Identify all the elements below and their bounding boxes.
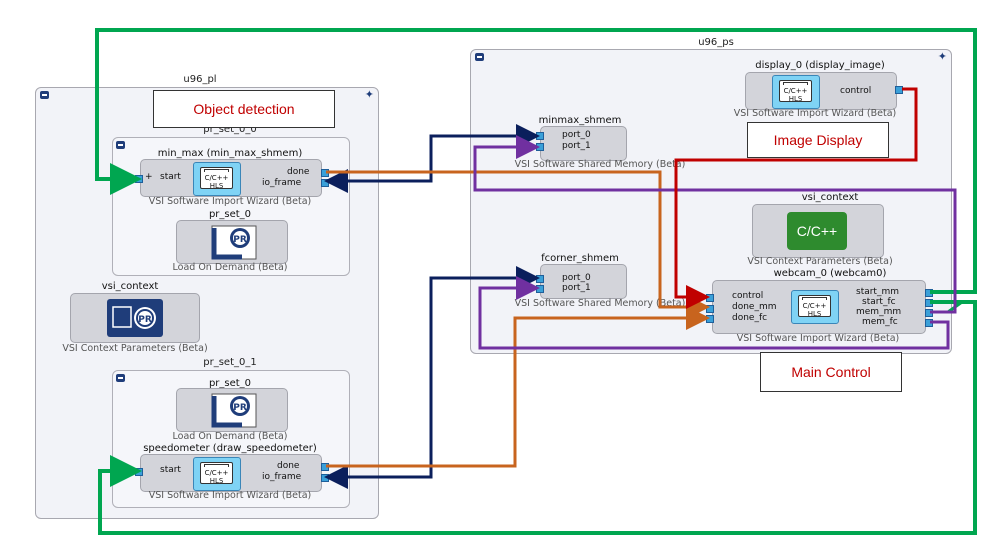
webcam-port-mem-fc: mem_fc	[862, 317, 898, 327]
webcam-port-start-mm: start_mm	[856, 287, 899, 297]
webcam-0-block[interactable]: C/C++HLS	[712, 280, 926, 334]
hls-icon: C/C++HLS	[791, 290, 839, 324]
vsi-context-pl-subtitle: VSI Context Parameters (Beta)	[62, 343, 208, 354]
min-max-port-start: +	[145, 172, 153, 182]
wire-control	[674, 87, 918, 309]
vsi-context-ps-block[interactable]: C/C++	[752, 204, 884, 258]
display-0-title: display_0 (display_image)	[755, 60, 885, 71]
context-icon: PR	[107, 299, 163, 337]
vsi-context-pl-block[interactable]: PR	[70, 293, 200, 343]
speedometer-port-start-label: start	[160, 465, 181, 475]
u96-ps-title: u96_ps	[698, 37, 734, 48]
pr-icon: PR	[211, 393, 257, 428]
min-max-subtitle: VSI Software Import Wizard (Beta)	[148, 196, 312, 207]
wire-mem-mm	[473, 135, 957, 314]
collapse-icon[interactable]	[475, 53, 484, 61]
pr-set-0-top-subtitle: Load On Demand (Beta)	[172, 262, 288, 273]
speedometer-subtitle: VSI Software Import Wizard (Beta)	[148, 490, 312, 501]
hls-icon: C/C++HLS	[193, 162, 241, 196]
collapse-icon[interactable]	[116, 141, 125, 149]
min-max-port-io-frame: io_frame	[262, 178, 302, 188]
webcam-port-mem-mm: mem_mm	[856, 307, 902, 317]
speedometer-block[interactable]: C/C++HLS	[140, 454, 322, 492]
speedometer-port-done: done	[277, 461, 300, 471]
minmax-port-1: port_1	[562, 141, 591, 151]
pr-set-0-top-block[interactable]: PR	[176, 220, 288, 264]
pr-set-0-top-title: pr_set_0	[208, 209, 252, 220]
collapse-icon[interactable]	[116, 374, 125, 382]
min-max-title: min_max (min_max_shmem)	[157, 148, 303, 159]
min-max-port-start-label: start	[160, 172, 181, 182]
wire-fcorner-io	[324, 276, 534, 489]
image-display-label: Image Display	[747, 122, 889, 158]
c-cpp-icon: C/C++	[787, 212, 847, 250]
minmax-shmem-subtitle: VSI Software Shared Memory (Beta)	[514, 159, 686, 170]
wire-done-fc	[326, 306, 710, 468]
fcorner-port-0: port_0	[562, 273, 591, 283]
wire-minmax-io	[324, 134, 534, 193]
webcam-0-subtitle: VSI Software Import Wizard (Beta)	[736, 333, 900, 344]
pr-set-0-bottom-title: pr_set_0	[208, 378, 252, 389]
pr-set-0-bottom-block[interactable]: PR	[176, 388, 288, 432]
speedometer-title: speedometer (draw_speedometer)	[143, 443, 317, 454]
display-0-subtitle: VSI Software Import Wizard (Beta)	[733, 108, 897, 119]
webcam-0-title: webcam_0 (webcam0)	[773, 268, 887, 279]
pr-set-0-0-title: pr_set_0_0	[203, 124, 257, 135]
speedometer-port-io-frame: io_frame	[262, 472, 302, 482]
wire-start-fc-loop	[947, 300, 975, 314]
fcorner-port-1: port_1	[562, 283, 591, 293]
minmax-shmem-block[interactable]	[540, 126, 627, 161]
webcam-port-done-mm: done_mm	[732, 302, 777, 312]
wire-mem-fc	[478, 276, 950, 350]
wire-start-fc	[98, 300, 977, 535]
vsi-context-ps-subtitle: VSI Context Parameters (Beta)	[747, 256, 893, 267]
minmax-shmem-title: minmax_shmem	[538, 115, 622, 126]
webcam-port-start-fc: start_fc	[862, 297, 896, 307]
vsi-context-ps-title: vsi_context	[801, 192, 859, 203]
wire-done-mm	[326, 170, 710, 319]
fcorner-shmem-subtitle: VSI Software Shared Memory (Beta)	[514, 298, 686, 309]
minmax-port-0: port_0	[562, 130, 591, 140]
fcorner-shmem-block[interactable]	[540, 264, 627, 299]
min-max-block[interactable]: C/C++HLS	[140, 159, 322, 197]
svg-text:PR: PR	[233, 235, 247, 245]
object-detection-label: Object detection	[153, 90, 335, 128]
fcorner-shmem-title: fcorner_shmem	[541, 253, 619, 264]
webcam-port-control: control	[732, 291, 764, 301]
hls-icon: C/C++HLS	[193, 457, 241, 491]
pr-icon: PR	[211, 225, 257, 260]
collapse-icon[interactable]	[40, 91, 49, 99]
pin-icon[interactable]: ✦	[364, 88, 374, 101]
vsi-context-pl-title: vsi_context	[101, 281, 159, 292]
hls-icon: C/C++HLS	[772, 75, 820, 109]
main-control-label: Main Control	[760, 352, 902, 392]
pr-set-0-1-title: pr_set_0_1	[203, 357, 257, 368]
pr-set-0-bottom-subtitle: Load On Demand (Beta)	[172, 431, 288, 442]
u96-pl-title: u96_pl	[183, 74, 217, 85]
wire-start-mm	[95, 28, 977, 294]
min-max-port-done: done	[287, 167, 310, 177]
webcam-port-done-fc: done_fc	[732, 313, 768, 323]
svg-text:PR: PR	[138, 315, 152, 325]
svg-text:PR: PR	[233, 403, 247, 413]
pin-icon[interactable]: ✦	[937, 50, 947, 63]
display-0-port-control: control	[840, 86, 872, 96]
